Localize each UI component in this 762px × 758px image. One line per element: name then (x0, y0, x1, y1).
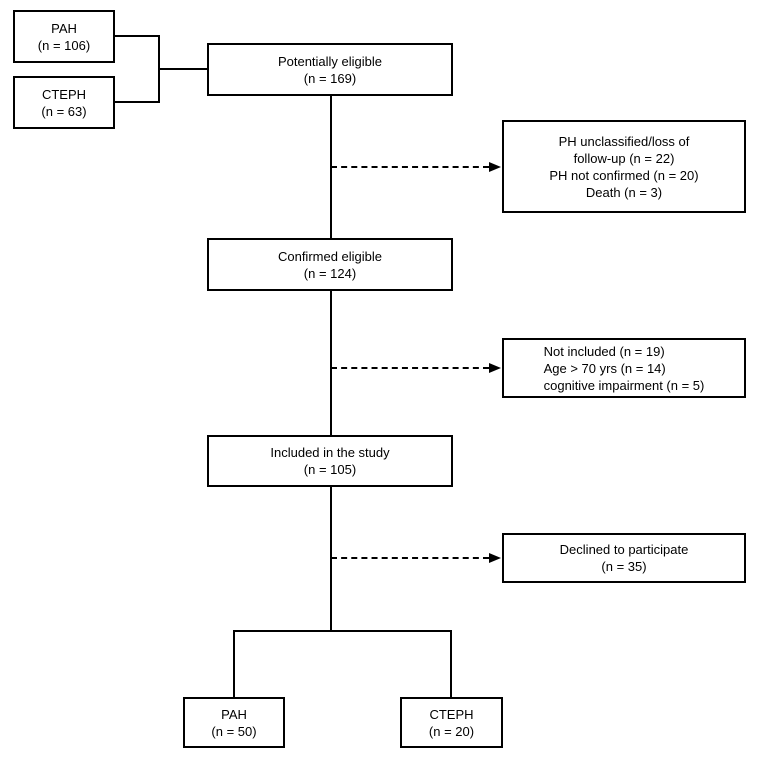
box-text: (n = 105) (303, 462, 357, 477)
connector-split-to-pah (233, 630, 235, 697)
connector-confirmed-to-included (330, 291, 332, 435)
connector-included-to-split (330, 487, 332, 632)
box-included-in-study: Included in the study (n = 105) (207, 435, 453, 487)
box-text: PAH (51, 20, 77, 36)
box-text: (n = 50) (211, 723, 257, 739)
box-text: (n = 106) (37, 37, 91, 53)
box-text: Confirmed eligible (277, 248, 383, 264)
connector-split-to-cteph (450, 630, 452, 697)
arrowhead-right-icon (489, 553, 501, 563)
box-text: CTEPH (41, 86, 87, 102)
box-text: (n = 63) (41, 103, 87, 119)
box-text: CTEPH (429, 706, 474, 722)
box-text: PH not confirmed (n = 20) (549, 167, 699, 183)
dashed-arrow-to-not-included (331, 367, 489, 369)
connector-split-horizontal (233, 630, 452, 632)
arrowhead-right-icon (489, 162, 501, 172)
box-outcome-pah: PAH (n = 50) (183, 697, 285, 748)
box-text: Potentially eligible (277, 53, 383, 69)
box-outcome-cteph: CTEPH (n = 20) (400, 697, 503, 748)
box-text: cognitive impairment (n = 5) (543, 377, 705, 393)
box-source-pah: PAH (n = 106) (13, 10, 115, 63)
box-text: (n = 169) (303, 70, 357, 86)
dashed-arrow-to-declined (331, 557, 489, 559)
connector-source-junction (158, 35, 160, 103)
box-potentially-eligible: Potentially eligible (n = 169) (207, 43, 453, 96)
box-exclusion-ph-unclassified: PH unclassified/loss of follow-up (n = 2… (502, 120, 746, 213)
connector-cteph-to-junction (115, 101, 160, 103)
box-exclusion-not-included: Not included (n = 19) Age > 70 yrs (n = … (502, 338, 746, 398)
box-text: Death (n = 3) (585, 184, 663, 200)
box-text: Declined to participate (559, 542, 689, 557)
box-text: Not included (n = 19) (543, 343, 665, 359)
box-exclusion-declined: Declined to participate (n = 35) (502, 533, 746, 583)
arrowhead-right-icon (489, 363, 501, 373)
connector-junction-to-eligible (160, 68, 207, 70)
box-text: Age > 70 yrs (n = 14) (543, 360, 666, 376)
dashed-arrow-to-ph-unclassified (331, 166, 489, 168)
box-confirmed-eligible: Confirmed eligible (n = 124) (207, 238, 453, 291)
box-text: PAH (221, 706, 247, 722)
box-text: follow-up (n = 22) (573, 150, 675, 166)
box-text: PH unclassified/loss of (558, 133, 690, 149)
box-source-cteph: CTEPH (n = 63) (13, 76, 115, 129)
box-text: (n = 35) (601, 559, 647, 574)
box-text: (n = 20) (428, 723, 475, 739)
box-text: (n = 124) (303, 265, 357, 281)
connector-pah-to-junction (115, 35, 160, 37)
box-text: Included in the study (270, 445, 390, 460)
